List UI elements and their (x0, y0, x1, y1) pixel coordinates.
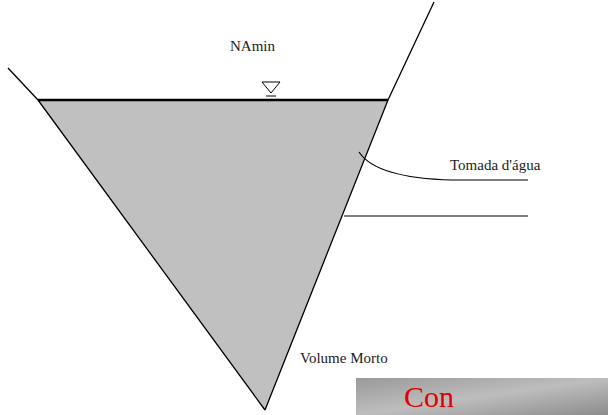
right-slope (265, 2, 434, 410)
level-label: NAmin (230, 38, 275, 55)
banner-text: Con (404, 380, 454, 413)
water-level-line (38, 99, 388, 102)
water-level-symbol (266, 96, 276, 97)
intake-pipe-bottom (344, 215, 528, 216)
banner-panel (356, 378, 608, 415)
dead-volume-label: Volume Morto (300, 350, 388, 367)
water-volume (38, 100, 388, 410)
left-slope (8, 68, 265, 410)
intake-label: Tomada d'água (450, 157, 540, 174)
water-level-symbol (262, 82, 280, 93)
